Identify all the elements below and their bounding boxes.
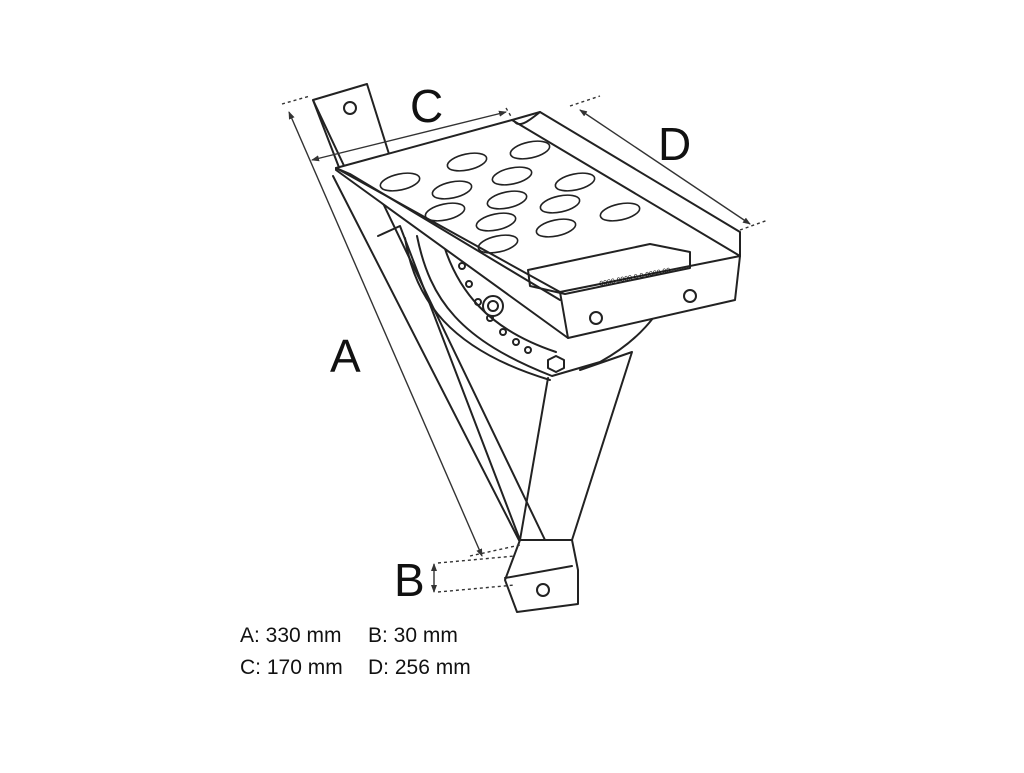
- adjuster-hole: [499, 328, 507, 336]
- tread-hole: [683, 289, 697, 303]
- tread-hole: [589, 311, 603, 325]
- spec-a: A: 330 mm: [240, 624, 342, 647]
- spec-c: C: 170 mm: [240, 656, 343, 679]
- pivot-bolt: [482, 295, 504, 317]
- label-c: C: [410, 80, 443, 132]
- dimension-a-line: [288, 111, 483, 557]
- pivot-bolt-center: [487, 300, 499, 312]
- dimension-d-line: [579, 109, 751, 225]
- label-b: B: [394, 554, 425, 606]
- label-a: A: [330, 330, 361, 382]
- dimension-lines: [281, 95, 769, 593]
- spec-d: D: 256 mm: [368, 656, 471, 679]
- spec-b: B: 30 mm: [368, 624, 458, 647]
- strap-hole-bottom: [536, 583, 550, 597]
- adjuster-hole: [524, 346, 532, 354]
- label-d: D: [658, 118, 691, 170]
- adjuster-hole: [512, 338, 520, 346]
- nut: [547, 355, 565, 373]
- dimension-c-line: [311, 110, 507, 162]
